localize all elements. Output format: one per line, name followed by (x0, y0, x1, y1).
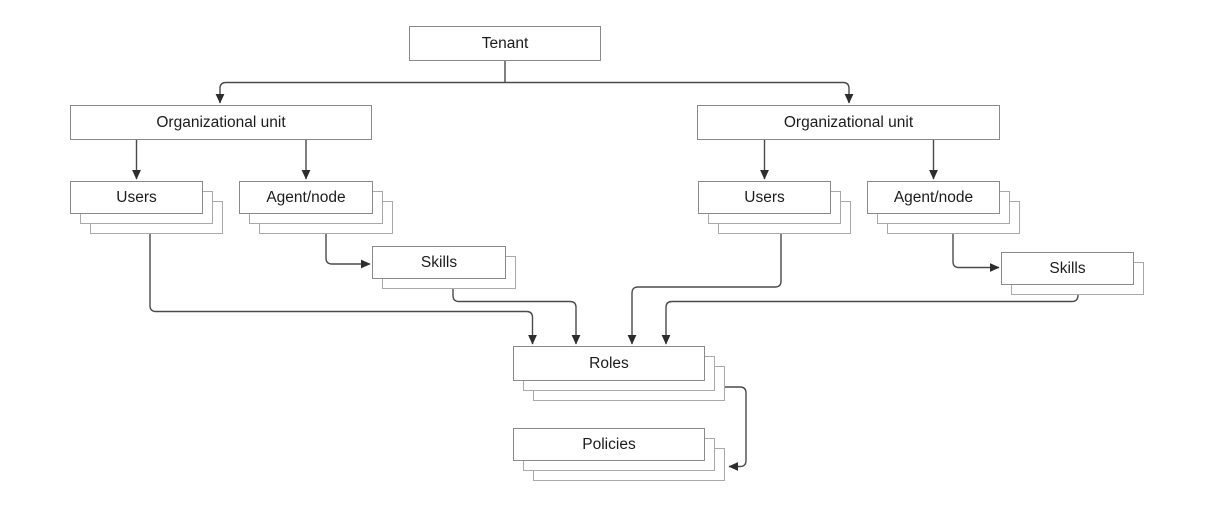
edge-agent-left-to-skills-left (325, 234, 371, 269)
node-box: Roles (513, 346, 705, 381)
node-label-users-left: Users (116, 188, 157, 206)
node-label-agent-left: Agent/node (266, 188, 346, 206)
node-box: Users (70, 181, 203, 214)
node-label-skills-left: Skills (420, 253, 458, 271)
node-box: Policies (513, 428, 705, 461)
node-label-tenant: Tenant (481, 34, 529, 52)
node-box: Agent/node (239, 181, 373, 214)
node-label-ou-right: Organizational unit (783, 113, 914, 131)
node-organizational-unit-right: Organizational unit (697, 105, 1000, 140)
node-roles: Roles (513, 346, 725, 401)
node-box: Tenant (409, 26, 601, 61)
node-users-right: Users (698, 181, 851, 234)
node-label-skills-right: Skills (1049, 259, 1086, 277)
node-box: Organizational unit (70, 105, 372, 140)
edge-skills-right-to-roles (661, 294, 1079, 345)
node-box: Users (698, 181, 831, 214)
node-box: Skills (1001, 252, 1134, 285)
node-tenant: Tenant (409, 26, 601, 61)
edge-tenant-to-ou-right (505, 81, 854, 104)
node-box: Organizational unit (697, 105, 1000, 140)
node-box: Skills (372, 246, 506, 279)
node-label-ou-left: Organizational unit (156, 113, 286, 131)
edge-roles-to-policies (725, 386, 747, 471)
node-box: Agent/node (867, 181, 1000, 214)
node-skills-left: Skills (372, 246, 516, 289)
edge-agent-right-to-skills-right (952, 234, 1000, 272)
edge-skills-left-to-roles (452, 289, 581, 345)
edge-tenant-to-ou-left (215, 81, 505, 104)
node-label-agent-right: Agent/node (893, 188, 974, 206)
node-label-roles: Roles (589, 354, 629, 372)
node-agent-node-left: Agent/node (239, 181, 393, 234)
edge-users-left-to-roles (149, 234, 537, 345)
edge-users-right-to-roles (627, 234, 782, 345)
node-label-users-right: Users (744, 188, 785, 206)
node-policies: Policies (513, 428, 725, 481)
node-agent-node-right: Agent/node (867, 181, 1020, 234)
node-label-policies: Policies (582, 435, 636, 453)
node-users-left: Users (70, 181, 223, 234)
node-organizational-unit-left: Organizational unit (70, 105, 372, 140)
node-skills-right: Skills (1001, 252, 1144, 295)
